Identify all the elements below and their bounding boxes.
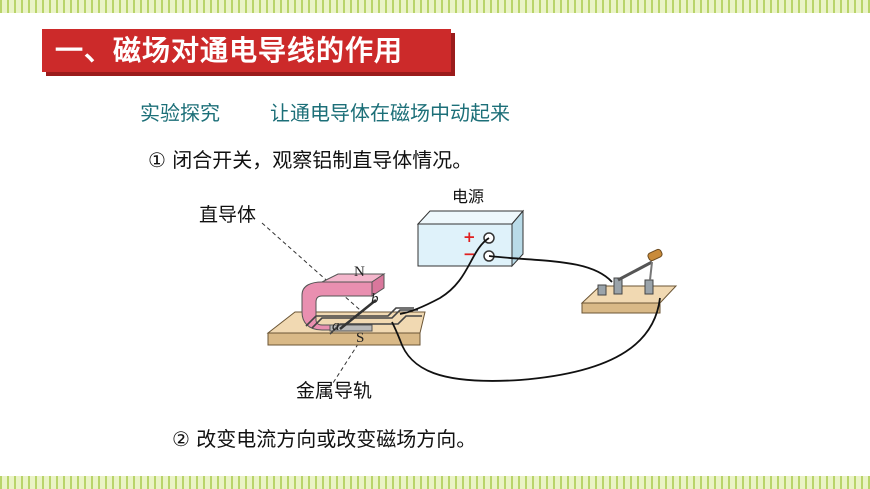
horseshoe-magnet [301,273,386,332]
bottom-decorative-stripe [0,476,870,489]
subtitle-topic: 让通电导体在磁场中动起来 [270,101,510,125]
south-pole-label: S [356,330,364,346]
metal-rails [305,307,422,335]
plus-sign: + [463,228,476,246]
page-title: 一、磁场对通电导线的作用 [55,34,404,67]
point-a-label: a [332,318,340,334]
power-supply-label: 电源 [452,187,485,206]
power-supply-box: + − [416,209,525,268]
metal-rail-label: 金属导轨 [296,380,373,402]
conductor-leader-line [261,222,361,311]
north-pole-label: N [354,264,365,280]
subtitle-experiment: 实验探究 [140,101,220,125]
circuit-wires [391,237,661,382]
title-banner [42,29,451,72]
step-1-text: ① 闭合开关，观察铝制直导体情况。 [148,148,473,172]
step-2-text: ② 改变电流方向或改变磁场方向。 [172,427,477,451]
top-decorative-stripe [0,0,870,13]
point-b-label: b [371,291,379,307]
minus-sign: − [463,245,476,263]
knife-switch [580,248,678,314]
conductor-label: 直导体 [199,204,257,226]
straight-conductor [339,299,377,330]
